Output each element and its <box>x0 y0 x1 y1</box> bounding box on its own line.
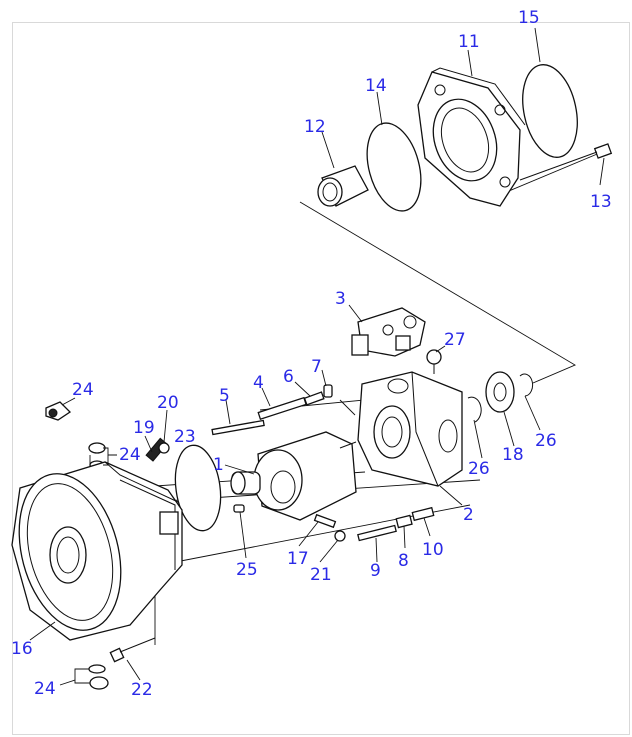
callout-15: 15 <box>518 8 540 28</box>
plug-27 <box>426 349 442 374</box>
callout-11: 11 <box>458 32 480 52</box>
callout-17: 17 <box>287 549 309 569</box>
callout-26-left: 26 <box>468 459 490 479</box>
valve-plate-18 <box>485 371 515 413</box>
rotary-group <box>230 431 357 521</box>
part-21 <box>334 530 346 542</box>
callout-12: 12 <box>304 117 326 137</box>
part-7 <box>323 384 333 398</box>
callout-3: 3 <box>335 289 346 309</box>
callout-13: 13 <box>590 192 612 212</box>
pin-17 <box>313 513 337 529</box>
callout-16: 16 <box>11 639 33 659</box>
callout-22: 22 <box>131 680 153 700</box>
callout-24-mid: 24 <box>119 445 141 465</box>
snap-ring-26a <box>467 396 482 423</box>
callout-2: 2 <box>463 505 474 525</box>
callout-9: 9 <box>370 561 381 581</box>
plug-24-top <box>45 401 72 421</box>
callout-labels: 1 2 3 4 5 6 7 8 9 10 11 12 13 14 15 16 1… <box>11 8 612 700</box>
snap-ring-26b <box>519 373 534 397</box>
regulator-valve <box>351 307 426 357</box>
callout-14: 14 <box>365 76 387 96</box>
callout-24-top: 24 <box>72 380 94 400</box>
o-ring-large <box>522 64 578 158</box>
callout-6: 6 <box>283 367 294 387</box>
callout-5: 5 <box>219 386 230 406</box>
callout-1: 1 <box>213 455 224 475</box>
pin-25 <box>233 504 245 513</box>
callout-20: 20 <box>157 393 179 413</box>
plug-24-bottom <box>88 664 109 690</box>
o-ring-23 <box>174 444 222 532</box>
bolt-13 <box>519 143 613 181</box>
callout-leaders <box>29 27 605 686</box>
plug-20 <box>158 442 170 454</box>
coupling <box>317 165 369 207</box>
main-housing <box>11 461 183 641</box>
pump-case <box>357 371 463 487</box>
callout-7: 7 <box>311 357 322 377</box>
o-ring-14 <box>366 122 422 212</box>
callout-27: 27 <box>444 330 466 350</box>
callout-24-bottom: 24 <box>34 679 56 699</box>
callout-18: 18 <box>502 445 524 465</box>
spring-10 <box>411 506 435 522</box>
callout-25: 25 <box>236 560 258 580</box>
rod-5 <box>211 419 265 436</box>
callout-8: 8 <box>398 551 409 571</box>
pin-4 <box>257 396 307 421</box>
bolt-22 <box>109 637 156 663</box>
part-8 <box>395 514 413 529</box>
rod-9 <box>357 524 397 542</box>
callout-19: 19 <box>133 418 155 438</box>
callout-23: 23 <box>174 427 196 447</box>
flange-housing <box>417 67 526 207</box>
callout-26-right: 26 <box>535 431 557 451</box>
callout-4: 4 <box>253 373 264 393</box>
callout-21: 21 <box>310 565 332 585</box>
callout-10: 10 <box>422 540 444 560</box>
